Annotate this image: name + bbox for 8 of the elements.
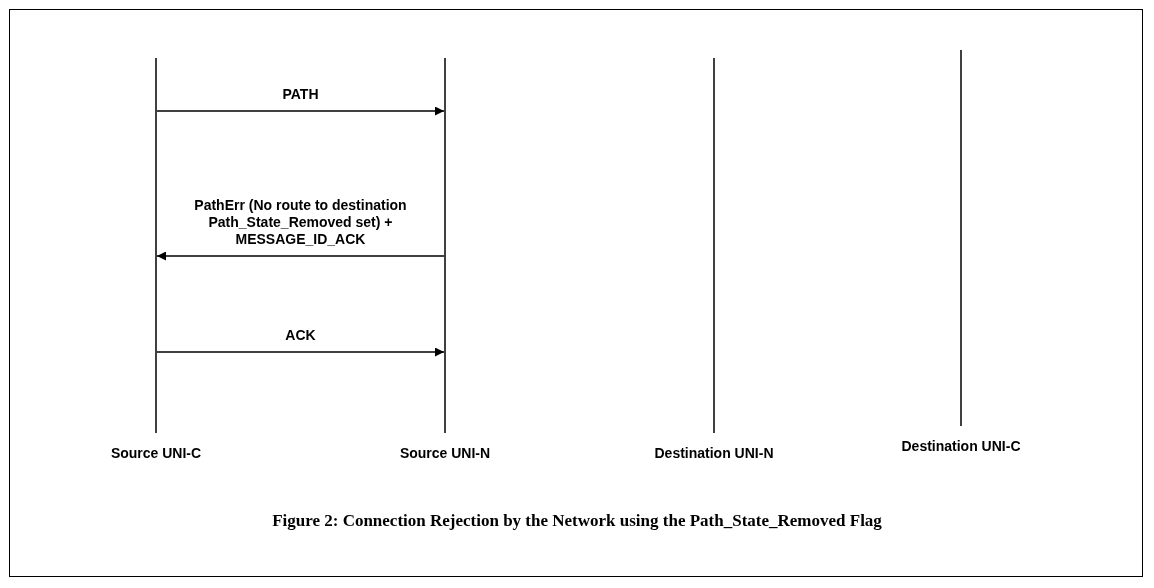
participant-label: Destination UNI-N <box>653 445 775 461</box>
message-arrow <box>156 106 445 116</box>
message-arrow <box>156 251 445 261</box>
participant-label: Source UNI-N <box>398 445 492 461</box>
message-arrow <box>156 347 445 357</box>
participant-label: Destination UNI-C <box>900 438 1022 454</box>
participant-label: Source UNI-C <box>109 445 203 461</box>
figure-caption: Figure 2: Connection Rejection by the Network using the Path_State_Removed Flag <box>271 511 883 531</box>
